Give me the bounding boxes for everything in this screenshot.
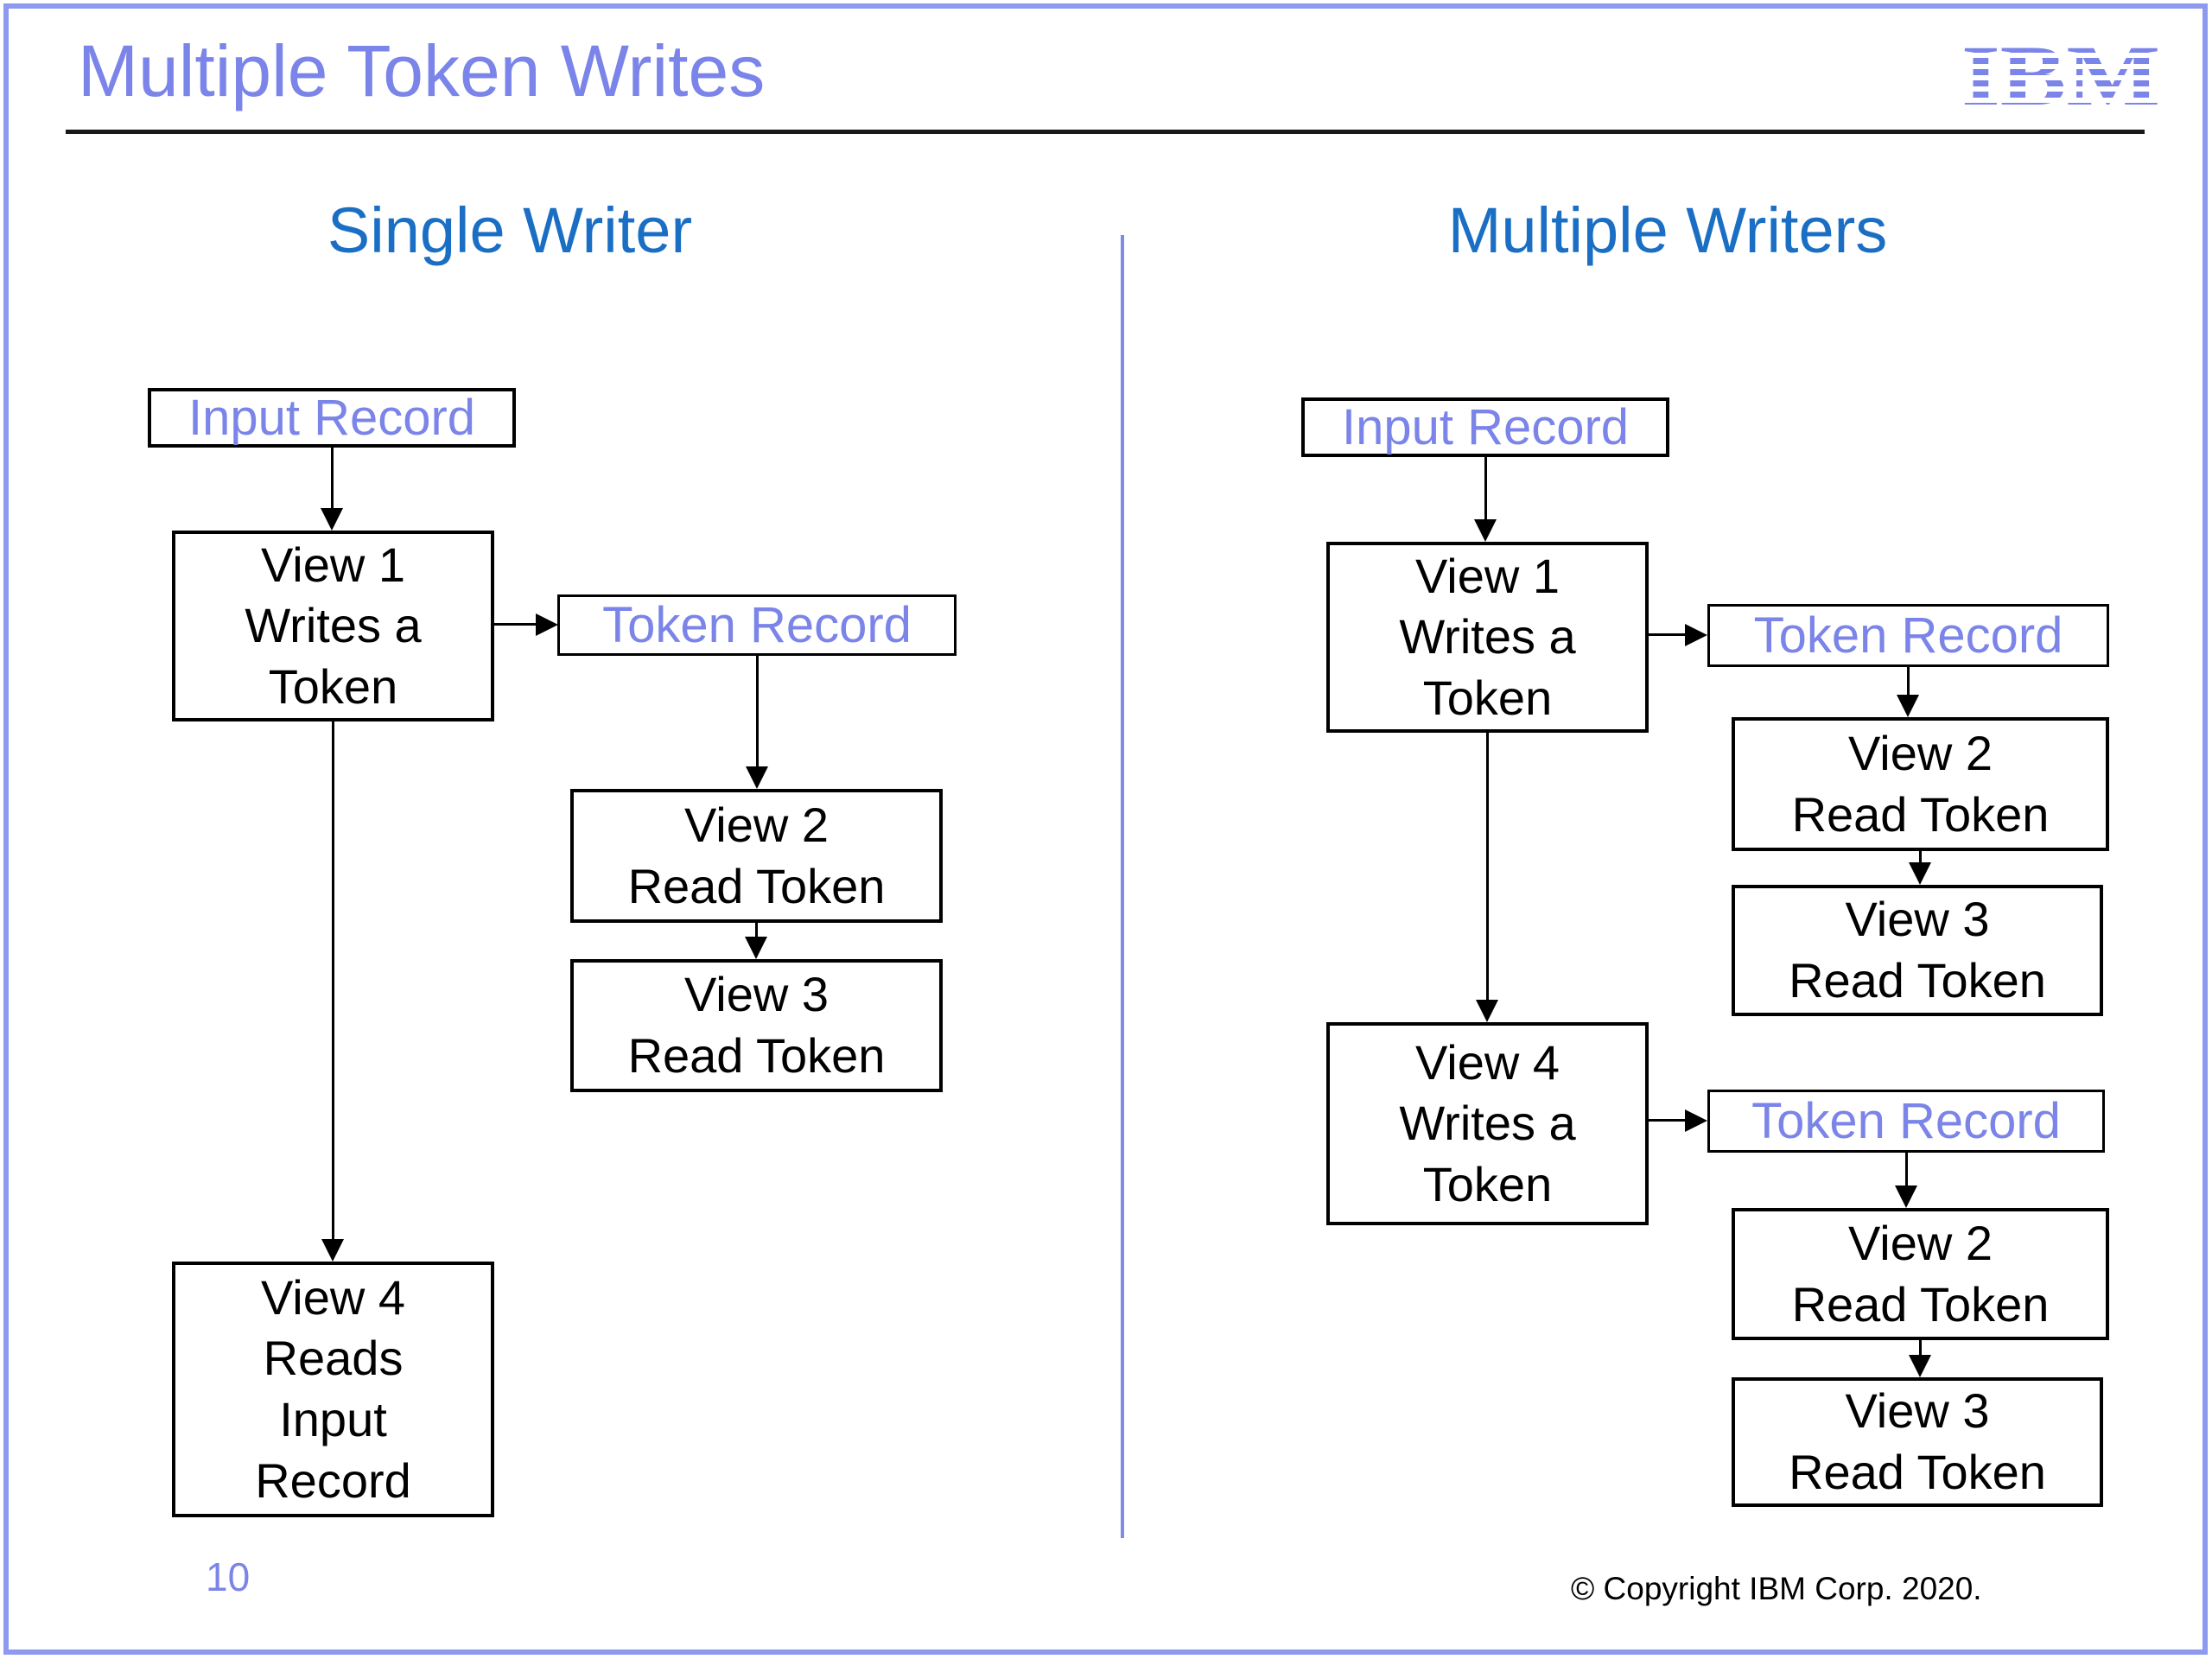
ibm-logo-icon: IBM: [1960, 24, 2163, 109]
title-divider-line: [66, 130, 2145, 134]
arrow-right-view4-to-token-record-2-head: [1685, 1109, 1707, 1132]
left-panel-heading: Single Writer: [327, 194, 693, 266]
right-view3-second-box: View 3 Read Token: [1732, 1377, 2103, 1507]
right-view2-first-box: View 2 Read Token: [1732, 717, 2109, 851]
arrow-right-view1-to-token-record-1-line: [1649, 633, 1687, 636]
right-token-record-1-box: Token Record: [1707, 604, 2109, 667]
right-view2-second-box: View 2 Read Token: [1732, 1208, 2109, 1340]
arrow-left-view2-to-view3-head: [745, 937, 767, 959]
right-view3-first-box: View 3 Read Token: [1732, 885, 2103, 1016]
left-token-record-box: Token Record: [557, 594, 957, 656]
panel-divider-line: [1121, 235, 1124, 1538]
slide-title: Multiple Token Writes: [78, 30, 766, 111]
arrow-right-view1-to-view4-head: [1476, 1000, 1498, 1022]
arrow-left-input-to-view1-head: [321, 508, 343, 531]
arrow-right-token-record-2-to-view2-line: [1905, 1153, 1908, 1187]
arrow-right-token-record-2-to-view2-head: [1895, 1185, 1917, 1208]
left-view2-box: View 2 Read Token: [570, 789, 943, 923]
ibm-logo-stripes: [1960, 24, 2163, 109]
arrow-right-view2-to-view3-second-head: [1909, 1355, 1931, 1377]
arrow-left-token-record-to-view2-line: [756, 656, 759, 768]
arrow-left-view1-to-view4-line: [332, 721, 334, 1241]
arrow-left-view1-to-token-record-line: [494, 623, 537, 626]
arrow-right-view1-to-view4-line: [1486, 733, 1489, 1001]
arrow-right-view2-to-view3-second-line: [1919, 1340, 1922, 1357]
left-view4-box: View 4 Reads Input Record: [172, 1262, 494, 1517]
arrow-left-view1-to-view4-head: [321, 1239, 344, 1262]
left-view1-box: View 1 Writes a Token: [172, 531, 494, 721]
copyright-text: © Copyright IBM Corp. 2020.: [1571, 1571, 1982, 1606]
arrow-left-view2-to-view3-line: [755, 923, 758, 938]
left-input-record-box: Input Record: [148, 388, 516, 448]
arrow-left-view1-to-token-record-head: [536, 613, 558, 636]
arrow-right-input-to-view1-line: [1484, 457, 1487, 521]
slide-border: [3, 3, 2208, 1655]
arrow-right-token-record-1-to-view2-line: [1907, 667, 1910, 696]
arrow-right-view4-to-token-record-2-line: [1649, 1119, 1687, 1122]
arrow-left-token-record-to-view2-head: [746, 766, 768, 789]
arrow-right-view1-to-token-record-1-head: [1685, 624, 1707, 646]
left-view3-box: View 3 Read Token: [570, 959, 943, 1092]
right-input-record-box: Input Record: [1301, 397, 1669, 457]
arrow-right-input-to-view1-head: [1474, 519, 1497, 542]
right-view4-box: View 4 Writes a Token: [1326, 1022, 1649, 1225]
right-view1-box: View 1 Writes a Token: [1326, 542, 1649, 733]
arrow-right-view2-to-view3-first-line: [1919, 851, 1922, 864]
arrow-right-token-record-1-to-view2-head: [1897, 695, 1919, 717]
arrow-left-input-to-view1-line: [331, 448, 334, 510]
right-panel-heading: Multiple Writers: [1447, 194, 1888, 266]
page-number: 10: [206, 1554, 251, 1599]
arrow-right-view2-to-view3-first-head: [1909, 862, 1931, 885]
right-token-record-2-box: Token Record: [1707, 1090, 2105, 1153]
